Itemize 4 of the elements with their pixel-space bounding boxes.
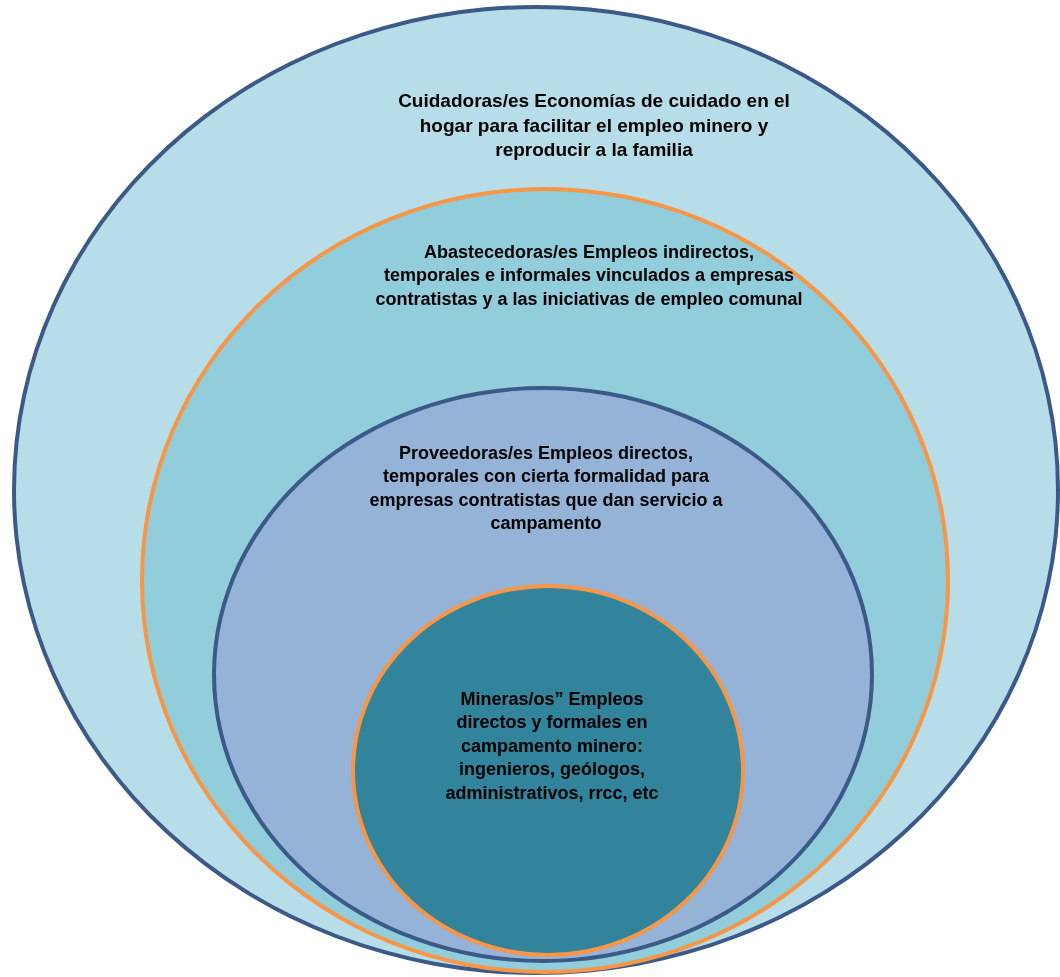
ellipse-label: Mineras/os” Empleos directos y formales en campamento minero: ingenieros, geólogos, administrativos, rrcc, etc	[444, 688, 660, 805]
ellipse-label: Proveedoras/es Empleos directos, temporales con cierta formalidad para empresas contratistas que dan servicio a campamento	[368, 442, 724, 536]
ellipse-label: Abastecedoras/es Empleos indirectos, temporales e informales vinculados a empresas contratistas y a las iniciativas de empleo comunal	[374, 241, 804, 311]
ellipse-label: Cuidadoras/es Economías de cuidado en el hogar para facilitar el empleo minero y reproducir a la familia	[397, 89, 791, 163]
